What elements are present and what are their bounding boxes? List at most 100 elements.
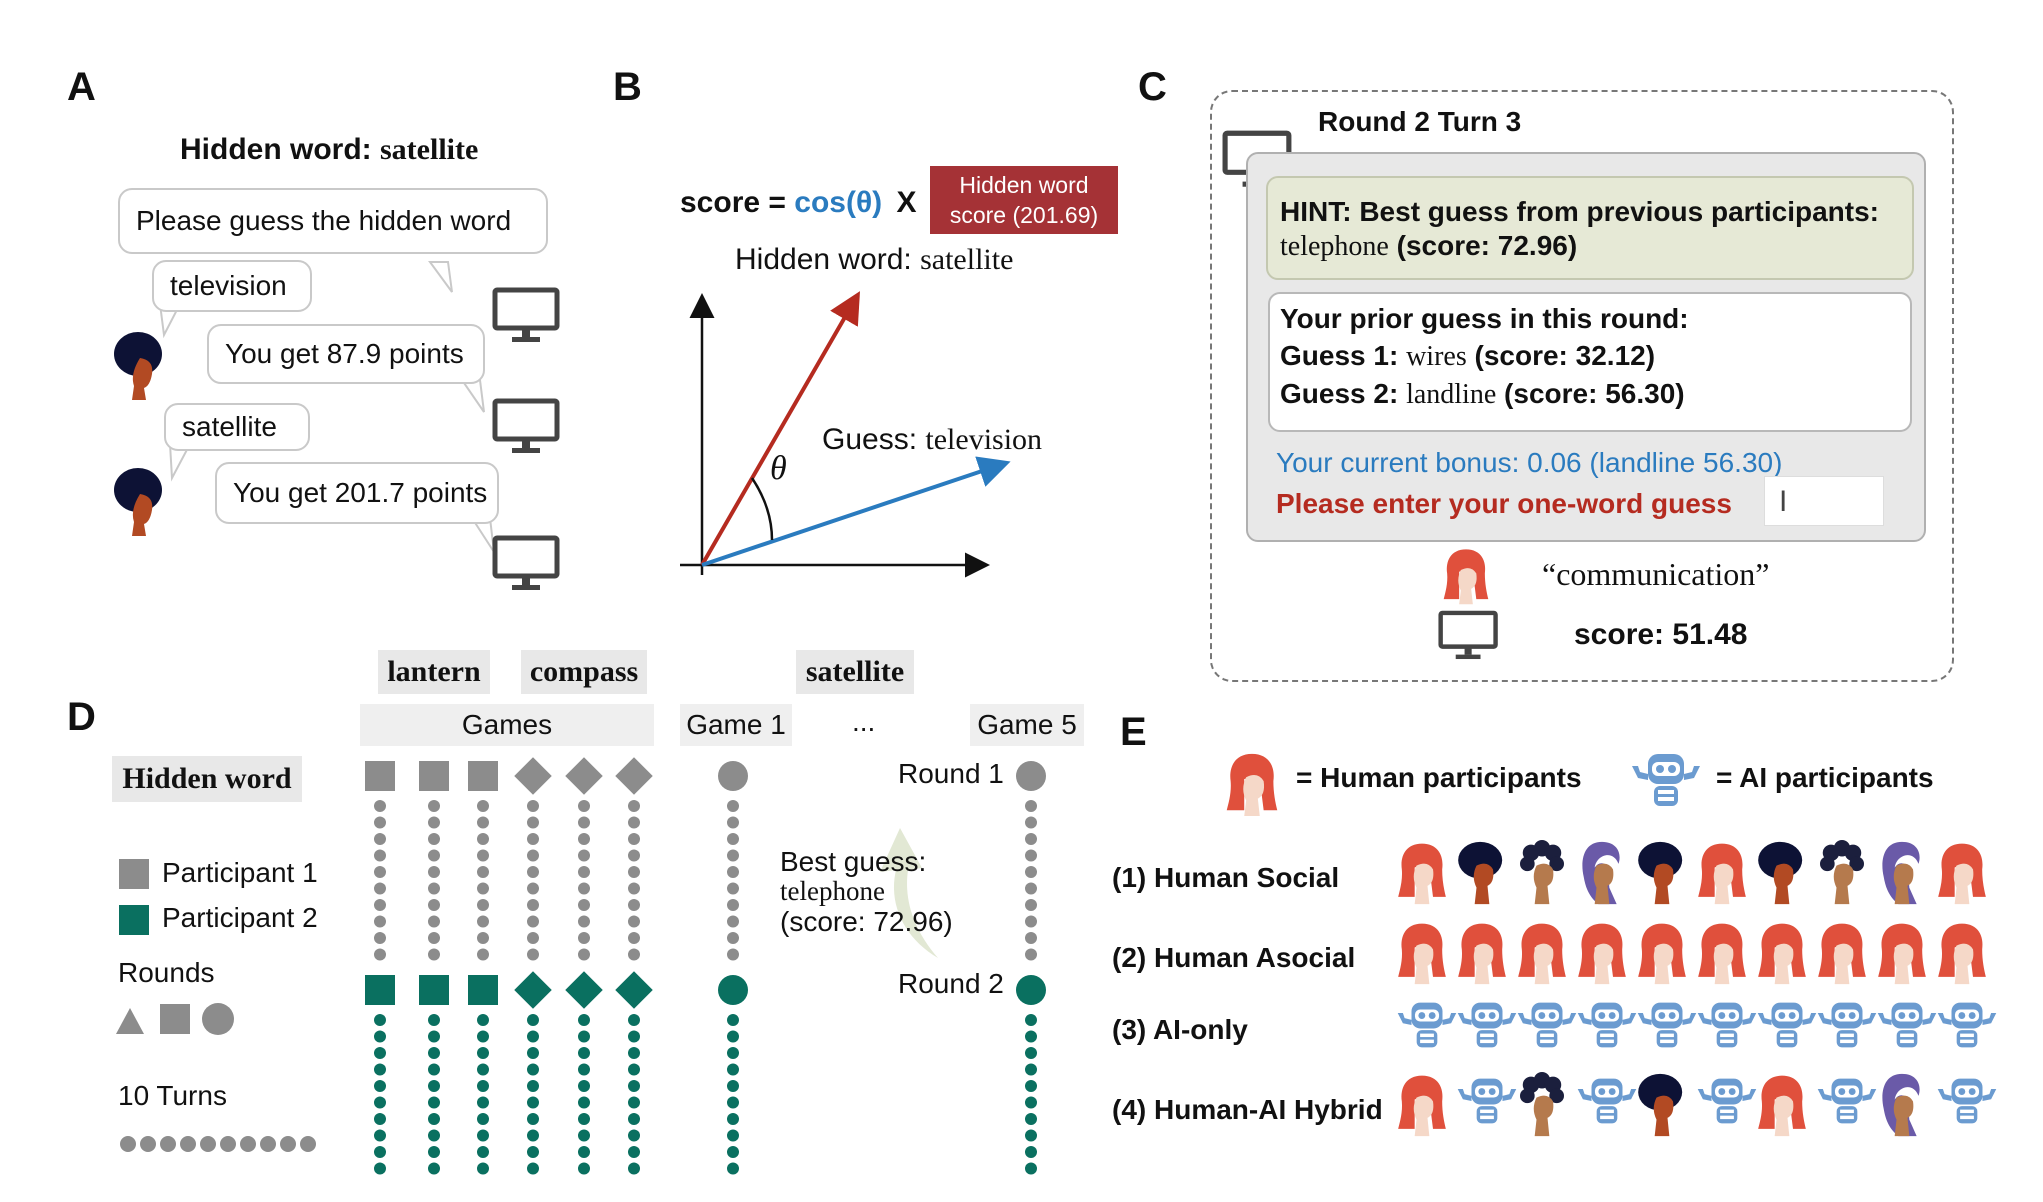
robot-icon <box>1456 1072 1518 1135</box>
person-icon <box>1396 1072 1448 1143</box>
turn-dot <box>727 1030 739 1043</box>
panel-letter-b: B <box>613 65 642 109</box>
turn-dot <box>527 1129 539 1142</box>
robot-icon <box>1756 996 1818 1059</box>
turn-dot <box>628 932 640 944</box>
turns-dots-legend <box>120 1136 316 1152</box>
robot-icon <box>1816 1072 1878 1135</box>
turn-dot <box>374 866 386 878</box>
turn-dot <box>727 1080 739 1092</box>
turn-dot <box>1025 1096 1037 1109</box>
turn-dot <box>428 1047 440 1059</box>
person-icon <box>1636 840 1688 911</box>
robot-icon <box>1696 996 1758 1059</box>
round-marker-diamond <box>565 971 603 1009</box>
turn-dot <box>428 1080 440 1092</box>
word-tag-lantern: lantern <box>378 650 490 694</box>
panel-letter-e: E <box>1120 710 1147 754</box>
turn-dot <box>1025 1113 1037 1125</box>
turn-dot <box>428 1096 440 1109</box>
robot-icon <box>1636 996 1698 1059</box>
round-marker-square <box>365 975 395 1005</box>
guess-input[interactable]: I <box>1764 476 1884 526</box>
person-icon <box>1816 840 1868 911</box>
robot-icon <box>1396 996 1458 1059</box>
turn-dot <box>527 915 539 928</box>
turn-dot <box>578 899 590 911</box>
turn-dot <box>477 1080 489 1092</box>
turn-dot <box>578 948 590 961</box>
turn-dot <box>477 1096 489 1109</box>
turn-dot <box>374 1113 386 1125</box>
turn-dot <box>628 899 640 911</box>
turn-dot <box>527 1096 539 1109</box>
turn-dot <box>527 1030 539 1043</box>
prior-guess-box <box>1268 292 1912 432</box>
turn-dot <box>527 816 539 829</box>
turn-dot <box>527 899 539 911</box>
turn-dot <box>527 1014 539 1026</box>
round-marker-square <box>419 975 449 1005</box>
turn-dot <box>428 833 440 845</box>
turn-dot <box>477 1113 489 1125</box>
turn-dot <box>477 1030 489 1043</box>
person-icon <box>114 468 162 536</box>
turn-dot <box>428 866 440 878</box>
turn-dot <box>1025 816 1037 829</box>
reply-bubble-2: You get 201.7 points <box>215 462 499 524</box>
turn-dot <box>477 1014 489 1026</box>
score-formula: score = cos(θ) X <box>680 186 917 219</box>
turn-dot <box>727 1063 739 1076</box>
turn-dot <box>477 1162 489 1175</box>
turn-dot <box>628 1063 640 1076</box>
turn-dot <box>477 948 489 961</box>
turn-dot <box>578 932 590 944</box>
best-guess-word: telephone <box>780 876 885 906</box>
participant-1-swatch <box>119 859 149 889</box>
turn-dot <box>374 915 386 928</box>
robot-icon <box>1696 1072 1758 1135</box>
turn-dot <box>428 932 440 944</box>
turn-dot <box>527 866 539 878</box>
round-marker-square <box>365 761 395 791</box>
games-header: Games <box>360 704 654 746</box>
turn-dot <box>527 1080 539 1092</box>
turn-dot <box>727 915 739 928</box>
turn-dot <box>1025 866 1037 878</box>
turn-dot <box>1025 899 1037 911</box>
person-icon <box>1516 1072 1568 1143</box>
turn-dot <box>727 1129 739 1142</box>
hint-best-guess: telephone (score: 72.96) <box>1280 230 1578 262</box>
person-icon <box>1576 840 1628 911</box>
turn-dot <box>428 1146 440 1158</box>
turn-dot <box>374 816 386 829</box>
turn-dot <box>1025 1014 1037 1026</box>
vector-guess-label: Guess: television <box>822 423 1043 456</box>
turn-dot <box>374 1129 386 1142</box>
human-legend-label: = Human participants <box>1296 762 1582 793</box>
ai-legend-label: = AI participants <box>1716 762 1934 793</box>
turn-dot <box>578 800 590 812</box>
person-icon <box>1876 840 1928 911</box>
turn-dot <box>527 849 539 862</box>
turn-dot <box>628 1030 640 1043</box>
panel-a-title: Hidden word: satellite <box>180 133 479 166</box>
turn-dot <box>628 1113 640 1125</box>
panel-letter-d: D <box>67 695 96 739</box>
turn-dot <box>374 1014 386 1026</box>
turn-dot <box>578 816 590 829</box>
turn-dot <box>428 1162 440 1175</box>
turn-dot <box>428 882 440 895</box>
turn-dot <box>628 1080 640 1092</box>
person-icon <box>1756 1072 1808 1143</box>
person-icon <box>1876 920 1928 991</box>
condition-label-1: (1) Human Social <box>1112 862 1340 893</box>
turn-dot <box>527 948 539 961</box>
round-marker-diamond <box>615 757 653 795</box>
robot-icon <box>1456 996 1518 1059</box>
turn-dot <box>527 833 539 845</box>
turn-dot <box>1025 1129 1037 1142</box>
game-5-header: Game 5 <box>970 704 1084 746</box>
hidden-word-legend: Hidden word <box>112 756 302 802</box>
guess-bubble-1: television <box>152 260 312 312</box>
